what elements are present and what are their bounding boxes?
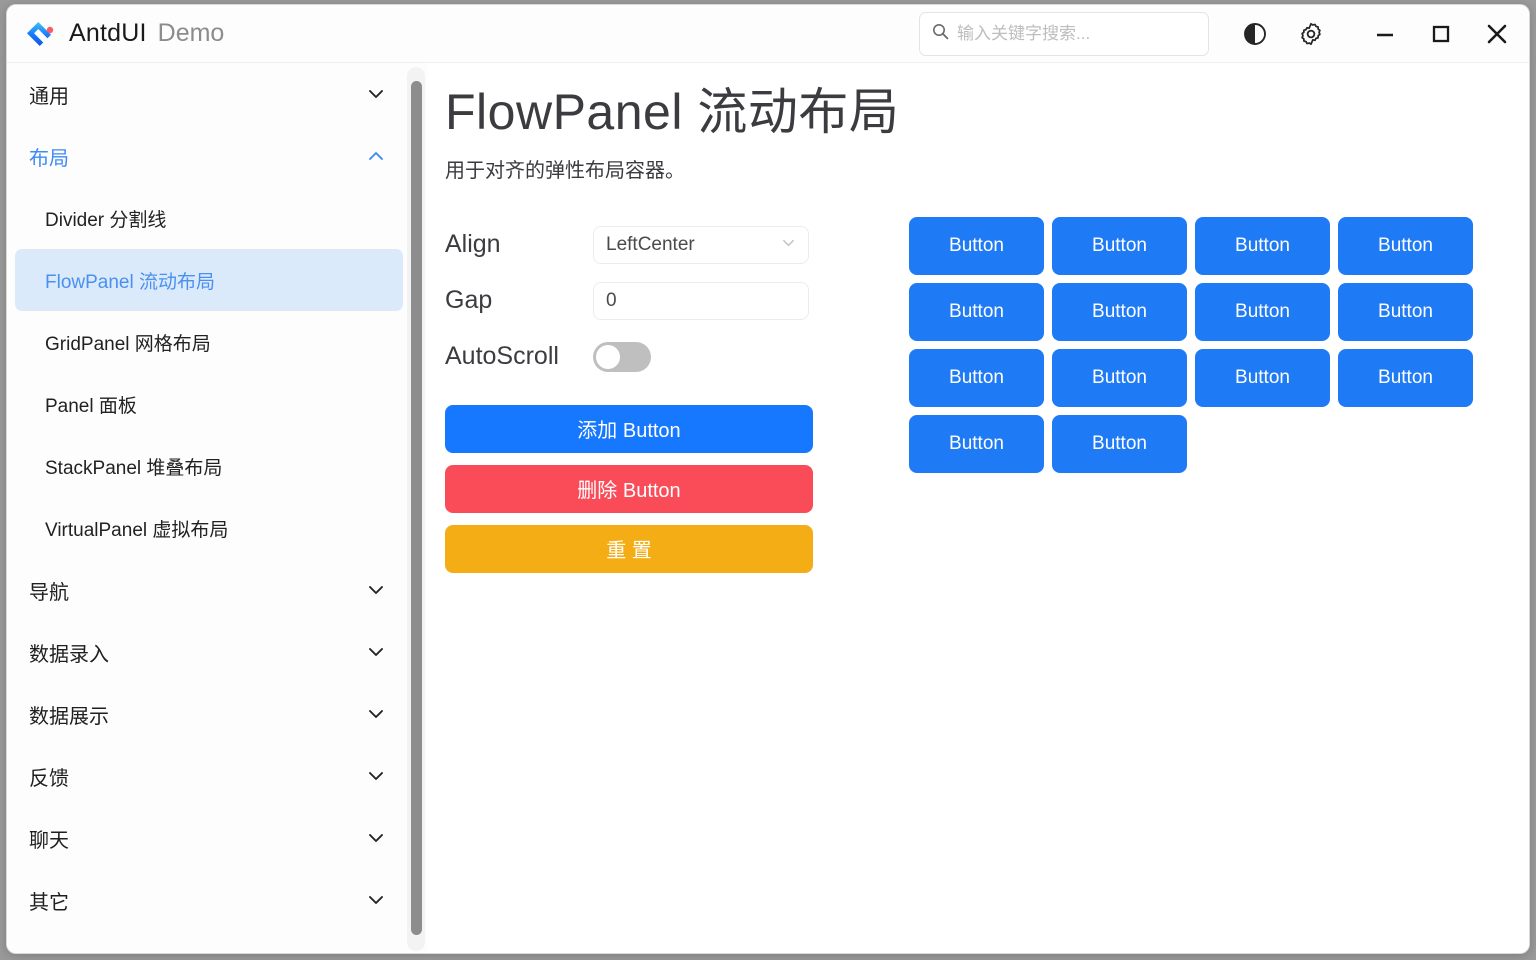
- add-button[interactable]: 添加 Button: [445, 404, 813, 453]
- app-window: AntdUI Demo: [6, 4, 1530, 954]
- sidebar-item-flowpanel[interactable]: FlowPanel 流动布局: [15, 249, 403, 311]
- sidebar-group-label: 其它: [29, 891, 69, 914]
- flow-item-button[interactable]: Button: [1052, 282, 1187, 341]
- align-select-value: LeftCenter: [606, 233, 695, 255]
- sidebar-group-label: 导航: [29, 581, 69, 604]
- sidebar-item-divider[interactable]: Divider 分割线: [45, 209, 167, 231]
- sidebar-group-label: 聊天: [29, 829, 69, 852]
- main-content: FlowPanel 流动布局 用于对齐的弹性布局容器。 Align LeftCe…: [427, 63, 1529, 953]
- align-label: Align: [445, 230, 501, 258]
- theme-toggle-icon[interactable]: [1227, 5, 1283, 63]
- sidebar-item-virtualpanel[interactable]: VirtualPanel 虚拟布局: [45, 519, 229, 541]
- chevron-down-icon: [367, 829, 385, 847]
- sidebar-group-other[interactable]: 其它: [7, 869, 411, 931]
- flow-item-button[interactable]: Button: [1195, 282, 1330, 341]
- sidebar-menu: 通用 布局 Divider 分割线 FlowPanel 流动布局 GridPan…: [7, 63, 411, 931]
- sidebar-item-panel[interactable]: Panel 面板: [45, 395, 137, 417]
- sidebar-item-gridpanel[interactable]: GridPanel 网格布局: [45, 333, 211, 355]
- autoscroll-toggle[interactable]: [593, 341, 651, 372]
- chevron-down-icon: [367, 891, 385, 909]
- minimize-icon[interactable]: [1357, 5, 1413, 63]
- sidebar-group-label: 反馈: [29, 767, 69, 790]
- sidebar-group-label: 数据录入: [29, 643, 109, 666]
- demo-area: Align LeftCenter Gap AutoScroll: [445, 216, 1501, 573]
- flow-item-button[interactable]: Button: [1195, 348, 1330, 407]
- reset-button[interactable]: 重 置: [445, 524, 813, 573]
- autoscroll-label: AutoScroll: [445, 342, 559, 370]
- flow-item-button[interactable]: Button: [1052, 216, 1187, 275]
- toggle-knob: [596, 344, 620, 369]
- app-title-suffix: Demo: [157, 19, 225, 47]
- chevron-down-icon: [367, 705, 385, 723]
- flow-item-button[interactable]: Button: [1052, 414, 1187, 473]
- flow-item-button[interactable]: Button: [1338, 348, 1473, 407]
- chevron-up-icon: [367, 147, 385, 165]
- sidebar-group-data-entry[interactable]: 数据录入: [7, 621, 411, 683]
- sidebar-group-navigation[interactable]: 导航: [7, 559, 411, 621]
- sidebar-group-data-display[interactable]: 数据展示: [7, 683, 411, 745]
- antdui-diamond-logo-icon: [23, 17, 57, 51]
- settings-gear-icon[interactable]: [1283, 5, 1339, 63]
- search-box[interactable]: [919, 11, 1209, 56]
- gap-row: Gap: [445, 273, 837, 329]
- sidebar-group-label: 布局: [29, 147, 69, 170]
- sidebar-item-stackpanel[interactable]: StackPanel 堆叠布局: [45, 457, 223, 479]
- page-description: 用于对齐的弹性布局容器。: [445, 159, 685, 182]
- flow-item-button[interactable]: Button: [1052, 348, 1187, 407]
- window-controls: [1227, 5, 1525, 63]
- sidebar-group-layout[interactable]: 布局: [7, 125, 411, 187]
- sidebar-scrollbar-thumb[interactable]: [411, 81, 422, 935]
- sidebar-group-feedback[interactable]: 反馈: [7, 745, 411, 807]
- sidebar-group-label: 数据展示: [29, 705, 109, 728]
- chevron-down-icon: [367, 581, 385, 599]
- search-input[interactable]: [957, 23, 1196, 44]
- maximize-icon[interactable]: [1413, 5, 1469, 63]
- flow-item-button[interactable]: Button: [1338, 216, 1473, 275]
- chevron-down-icon: [367, 643, 385, 661]
- align-select[interactable]: LeftCenter: [593, 225, 809, 264]
- sidebar: 通用 布局 Divider 分割线 FlowPanel 流动布局 GridPan…: [7, 63, 427, 953]
- controls-form: Align LeftCenter Gap AutoScroll: [445, 217, 837, 573]
- flow-item-button[interactable]: Button: [909, 348, 1044, 407]
- chevron-down-icon: [367, 85, 385, 103]
- flow-item-button[interactable]: Button: [1338, 282, 1473, 341]
- flow-item-button[interactable]: Button: [909, 282, 1044, 341]
- close-icon[interactable]: [1469, 5, 1525, 63]
- align-row: Align LeftCenter: [445, 217, 837, 273]
- sidebar-group-chat[interactable]: 聊天: [7, 807, 411, 869]
- autoscroll-row: AutoScroll: [445, 329, 837, 385]
- gap-label: Gap: [445, 286, 493, 314]
- app-title: AntdUI: [69, 19, 147, 47]
- title-bar: AntdUI Demo: [7, 5, 1529, 63]
- chevron-down-icon: [781, 234, 796, 256]
- flow-item-button[interactable]: Button: [909, 216, 1044, 275]
- sidebar-group-general[interactable]: 通用: [7, 63, 411, 125]
- flow-item-button[interactable]: Button: [909, 414, 1044, 473]
- sidebar-group-label: 通用: [29, 85, 69, 108]
- gap-input[interactable]: [606, 289, 796, 312]
- sidebar-scrollbar-track[interactable]: [407, 67, 425, 951]
- search-icon: [932, 23, 949, 45]
- flow-item-button[interactable]: Button: [1195, 216, 1330, 275]
- gap-input-wrap[interactable]: [593, 281, 809, 320]
- delete-button[interactable]: 删除 Button: [445, 464, 813, 513]
- page-title: FlowPanel 流动布局: [445, 84, 900, 140]
- chevron-down-icon: [367, 767, 385, 785]
